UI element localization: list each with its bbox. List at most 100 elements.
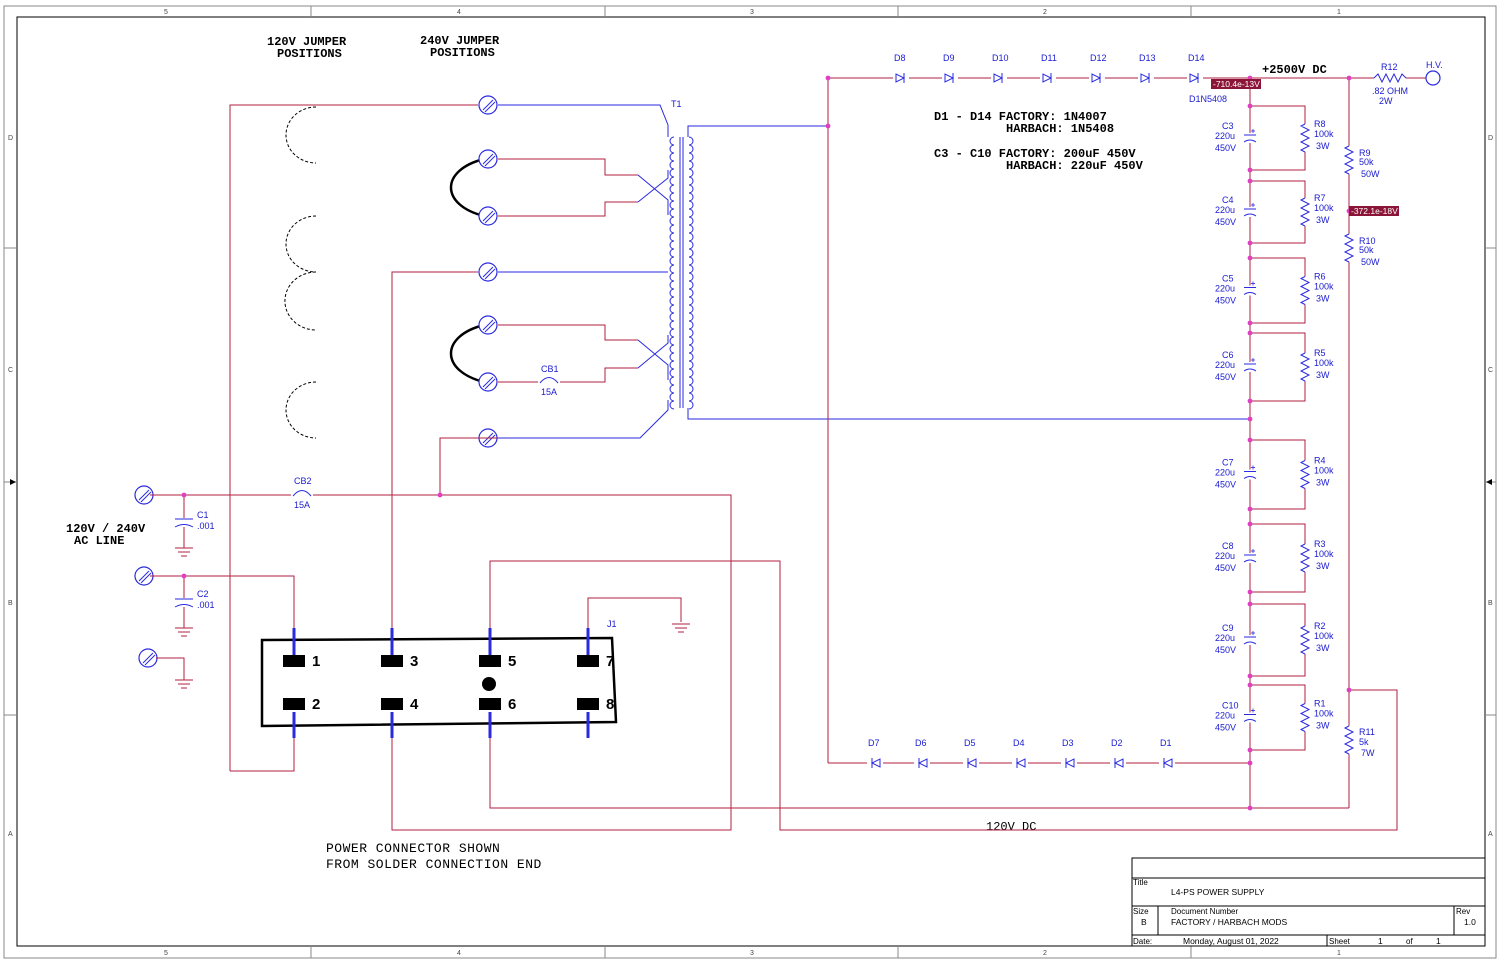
jumper-240-loops xyxy=(449,157,485,384)
probe-1-value: -710.4e-13V xyxy=(1213,79,1260,89)
resistor-wattage: 3W xyxy=(1316,215,1330,225)
hv-dc-label: +2500V DC xyxy=(1262,63,1327,77)
resistor-wattage: 3W xyxy=(1316,478,1330,488)
r12-value: .82 OHM xyxy=(1372,86,1408,96)
frame-row-b: B xyxy=(8,600,13,607)
d14-model: D1N5408 xyxy=(1189,94,1227,104)
r9-wattage: 50W xyxy=(1361,169,1380,179)
capacitor-label: C8 xyxy=(1222,541,1234,551)
junction-dot xyxy=(1247,673,1253,679)
junction-dot xyxy=(1346,687,1352,693)
capacitor-rating: 450V xyxy=(1215,645,1236,655)
junction-dot xyxy=(1247,240,1253,246)
c1-label: C1 xyxy=(197,510,209,520)
transformer-t1: T1 xyxy=(498,99,1250,439)
terminal-screw-icon xyxy=(478,206,498,226)
connector-note-2: FROM SOLDER CONNECTION END xyxy=(326,857,542,872)
frame-row-d-right: D xyxy=(1488,135,1493,142)
junction-dot xyxy=(1247,682,1253,688)
diode-label: D9 xyxy=(943,53,955,63)
capacitor-rating: 450V xyxy=(1215,723,1236,733)
diode-d13: D13 xyxy=(1138,53,1156,84)
capacitor-label: C6 xyxy=(1222,350,1234,360)
jumper-120-label: 120V JUMPER xyxy=(267,35,347,49)
diode-d1: D1 xyxy=(1159,738,1175,769)
c2-label: C2 xyxy=(197,589,209,599)
cb1-label: CB1 xyxy=(541,364,559,374)
resistor-value: 100k xyxy=(1314,709,1334,719)
capacitor-rating: 450V xyxy=(1215,217,1236,227)
voltage-probe-2: -372.1e-18V xyxy=(1349,206,1399,216)
resistor-wattage: 3W xyxy=(1316,141,1330,151)
capacitor-value: 220u xyxy=(1215,551,1235,561)
frame-row-c-right: C xyxy=(1488,367,1493,374)
voltage-probe-1: -710.4e-13V xyxy=(1211,79,1261,89)
r10-value: 50k xyxy=(1359,245,1374,255)
connector-pin-pad xyxy=(381,655,403,667)
junction-dot xyxy=(1247,760,1253,766)
junction-dot xyxy=(1247,416,1253,422)
capacitor-rating: 450V xyxy=(1215,296,1236,306)
resistor-wattage: 3W xyxy=(1316,721,1330,731)
frame-col-5-bottom: 5 xyxy=(164,950,168,957)
of-label: of xyxy=(1406,937,1413,946)
diode-label: D2 xyxy=(1111,738,1123,748)
rev-label: Rev xyxy=(1456,907,1470,916)
capacitor-value: 220u xyxy=(1215,633,1235,643)
diode-d4: D4 xyxy=(1012,738,1028,769)
junction-dot xyxy=(1247,178,1253,184)
diode-d11: D11 xyxy=(1040,53,1057,84)
diode-label: D11 xyxy=(1041,53,1057,63)
junction-dot xyxy=(1247,330,1253,336)
docnum-value: FACTORY / HARBACH MODS xyxy=(1171,917,1288,927)
connector-pin-label: 5 xyxy=(508,653,516,670)
r12-label: R12 xyxy=(1381,62,1398,72)
junction-dot xyxy=(437,492,443,498)
r11-wattage: 7W xyxy=(1361,748,1375,758)
resistor-label: R6 xyxy=(1314,272,1326,282)
frame-row-a: A xyxy=(8,831,13,838)
connector-pin-label: 6 xyxy=(508,696,516,713)
cap-note-line2: HARBACH: 220uF 450V xyxy=(1006,159,1144,173)
r11-value: 5k xyxy=(1359,737,1369,747)
capacitor-label: C7 xyxy=(1222,458,1234,468)
size-label: Size xyxy=(1133,907,1149,916)
resistor-value: 100k xyxy=(1314,549,1334,559)
hv-label: H.V. xyxy=(1426,60,1443,70)
capacitor-rating: 450V xyxy=(1215,372,1236,382)
r10-label: R10 xyxy=(1359,236,1376,246)
c2-capacitor: C2 .001 xyxy=(174,589,215,610)
connector-pin-pad xyxy=(577,698,599,710)
capacitor-rating: 450V xyxy=(1215,563,1236,573)
r11-label: R11 xyxy=(1359,727,1375,737)
resistor-value: 100k xyxy=(1314,282,1334,292)
terminal-screws xyxy=(134,95,498,668)
diode-label: D12 xyxy=(1090,53,1107,63)
frame-col-1: 1 xyxy=(1337,9,1341,16)
resistor-label: R8 xyxy=(1314,119,1326,129)
title-block xyxy=(1131,857,1486,947)
date-value: Monday, August 01, 2022 xyxy=(1183,936,1279,946)
diode-label: D13 xyxy=(1139,53,1156,63)
diode-d5: D5 xyxy=(963,738,979,769)
frame-row-d: D xyxy=(8,135,13,142)
diode-label: D3 xyxy=(1062,738,1074,748)
connector-pin-pad xyxy=(577,655,599,667)
c1-capacitor: C1 .001 xyxy=(174,510,215,531)
docnum-label: Document Number xyxy=(1171,907,1238,916)
connector-pin-label: 4 xyxy=(410,696,419,713)
r12-resistor: R12 .82 OHM 2W xyxy=(1372,62,1408,106)
cb1-rating: 15A xyxy=(541,387,557,397)
diode-label: D8 xyxy=(894,53,906,63)
diode-d14: D14 xyxy=(1187,53,1205,84)
ground-symbols xyxy=(175,547,690,689)
cb1-breaker: CB1 15A xyxy=(538,364,560,397)
frame-col-4: 4 xyxy=(457,9,461,16)
connector-pin-label: 7 xyxy=(606,653,614,670)
